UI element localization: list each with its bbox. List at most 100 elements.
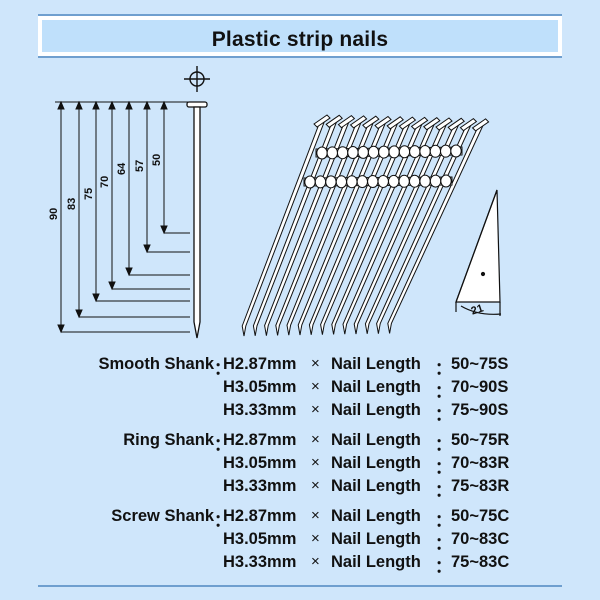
shank-type: Screw Shank (111, 507, 214, 525)
plastic-collar (314, 175, 327, 189)
strip-nail-head (362, 115, 380, 129)
dimension-label: 57 (134, 160, 146, 172)
dimension-label: 50 (151, 154, 163, 166)
times-sign: × (311, 530, 320, 547)
dimension-label: 90 (48, 208, 60, 220)
plastic-collar (398, 145, 411, 159)
strip-nail-head (374, 115, 392, 130)
strip-nail-head (349, 115, 368, 129)
strip-nail-head (410, 116, 429, 131)
dimension-arrow (160, 225, 168, 235)
dimension-lines (55, 100, 190, 334)
dimension-label: 70 (99, 176, 111, 188)
spec-row: Smooth Shank：H2.87mm×Nail Length：50~75S (0, 355, 600, 378)
times-sign: × (311, 431, 320, 448)
times-sign: × (311, 378, 320, 395)
plastic-collar (440, 174, 452, 188)
length-label: Nail Length (331, 401, 421, 419)
length-range: 70~90S (451, 378, 509, 396)
plastic-collar (388, 145, 400, 159)
shank-colon: ： (214, 360, 231, 378)
plastic-collar (377, 174, 389, 188)
strip-nail-head (459, 117, 478, 132)
shank-type: Smooth Shank (98, 355, 214, 373)
spec-row: H3.33mm×Nail Length：75~90S (0, 401, 600, 424)
length-colon: ： (435, 436, 452, 454)
length-colon: ： (435, 459, 452, 477)
length-label: Nail Length (331, 431, 421, 449)
plastic-collar (408, 174, 421, 188)
dimension-label: 75 (83, 188, 95, 200)
length-colon: ： (435, 512, 452, 530)
head-diameter: H3.05mm (223, 378, 297, 396)
plastic-collar (356, 175, 369, 189)
length-label: Nail Length (331, 378, 421, 396)
head-diameter: H3.05mm (223, 454, 297, 472)
plastic-collar (335, 175, 348, 189)
length-colon: ： (435, 535, 452, 553)
length-range: 50~75C (451, 507, 510, 525)
title-band: Plastic strip nails (38, 14, 562, 58)
times-sign: × (311, 401, 320, 418)
length-range: 70~83C (451, 530, 510, 548)
page-title: Plastic strip nails (211, 28, 389, 51)
plastic-collar (439, 144, 452, 158)
spec-row: Ring Shank：H2.87mm×Nail Length：50~75R (0, 431, 600, 454)
plastic-collar (367, 145, 380, 159)
plastic-collar (378, 145, 390, 159)
length-range: 70~83R (451, 454, 510, 472)
shank-colon: ： (214, 512, 231, 530)
length-label: Nail Length (331, 530, 421, 548)
length-colon: ： (435, 383, 452, 401)
spec-row: H3.33mm×Nail Length：75~83R (0, 477, 600, 500)
head-diameter: H3.33mm (223, 553, 297, 571)
strip-nail-head (337, 114, 356, 129)
bottom-rule (38, 585, 562, 587)
dimension-arrow (125, 267, 133, 277)
plastic-collar (325, 175, 337, 189)
dimension-arrow (125, 100, 133, 110)
length-range: 50~75R (451, 431, 510, 449)
dimension-arrow (57, 324, 65, 334)
plastic-collar (450, 144, 462, 158)
dimension-arrow (57, 100, 65, 110)
dimension-arrow (75, 309, 83, 319)
strip-nail-head (471, 118, 490, 132)
length-range: 50~75S (451, 355, 509, 373)
strip-nail-head (423, 117, 441, 131)
plastic-collar (304, 175, 316, 189)
times-sign: × (311, 553, 320, 570)
shank-type: Ring Shank (123, 431, 214, 449)
strip-nail-head (386, 116, 404, 130)
dimension-label: 64 (116, 162, 128, 175)
spec-row: H3.05mm×Nail Length：70~83R (0, 454, 600, 477)
strip-nail-shank (241, 121, 325, 337)
wedge-angle-drawing (455, 189, 502, 316)
length-range: 75~83R (451, 477, 510, 495)
nail-strip-drawing (241, 114, 490, 337)
dimension-arrow (143, 100, 151, 110)
head-diameter: H2.87mm (223, 431, 297, 449)
plastic-collar (419, 174, 431, 188)
plastic-collar (398, 174, 410, 188)
head-diameter: H3.33mm (223, 401, 297, 419)
strip-nail-head (313, 114, 331, 128)
plastic-collar (316, 146, 328, 160)
strip-nail-head (435, 117, 453, 131)
spec-row: H3.33mm×Nail Length：75~83C (0, 553, 600, 576)
length-label: Nail Length (331, 553, 421, 571)
length-label: Nail Length (331, 477, 421, 495)
length-colon: ： (435, 558, 452, 576)
strip-nail-head (398, 116, 417, 130)
spec-row: H3.05mm×Nail Length：70~83C (0, 530, 600, 553)
plastic-collar (347, 146, 359, 160)
dimension-arrow (108, 100, 116, 110)
plastic-collar (429, 174, 442, 188)
plastic-collar (336, 146, 349, 160)
length-colon: ： (435, 406, 452, 424)
head-diameter: H2.87mm (223, 507, 297, 525)
strip-nail-head (447, 117, 465, 131)
times-sign: × (311, 355, 320, 372)
dimension-arrow (108, 281, 116, 291)
